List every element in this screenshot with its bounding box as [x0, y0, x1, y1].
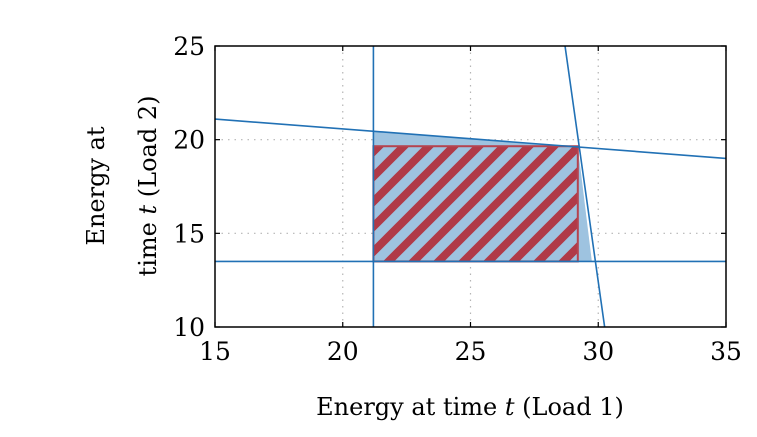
constraint-line-2	[215, 118, 726, 160]
y-axis-label-line1: Energy at	[82, 126, 110, 246]
y-tick-label-25: 25	[173, 32, 205, 61]
axis-ticks	[214, 45, 727, 328]
constraint-line-3	[564, 46, 606, 327]
feasible-region	[372, 131, 592, 263]
x-tick-label-35: 35	[710, 337, 742, 366]
x-tick-label-25: 25	[455, 337, 487, 366]
y-tick-label-20: 20	[173, 126, 205, 155]
x-tick-labels: 15 20 25 30 35	[199, 337, 742, 366]
hatched-rectangle	[372, 145, 579, 263]
y-axis-label: Energy at time t (Load 2)	[82, 96, 162, 277]
x-axis-label: Energy at time t (Load 1)	[316, 393, 624, 421]
y-axis-label-line2: time t (Load 2)	[134, 96, 162, 277]
x-tick-label-30: 30	[582, 337, 614, 366]
y-tick-label-15: 15	[173, 219, 205, 248]
y-tick-label-10: 10	[173, 313, 205, 342]
x-tick-label-15: 15	[199, 337, 231, 366]
y-tick-labels: 10 15 20 25	[173, 32, 205, 342]
constraint-lines	[215, 46, 726, 327]
x-tick-label-20: 20	[327, 337, 359, 366]
